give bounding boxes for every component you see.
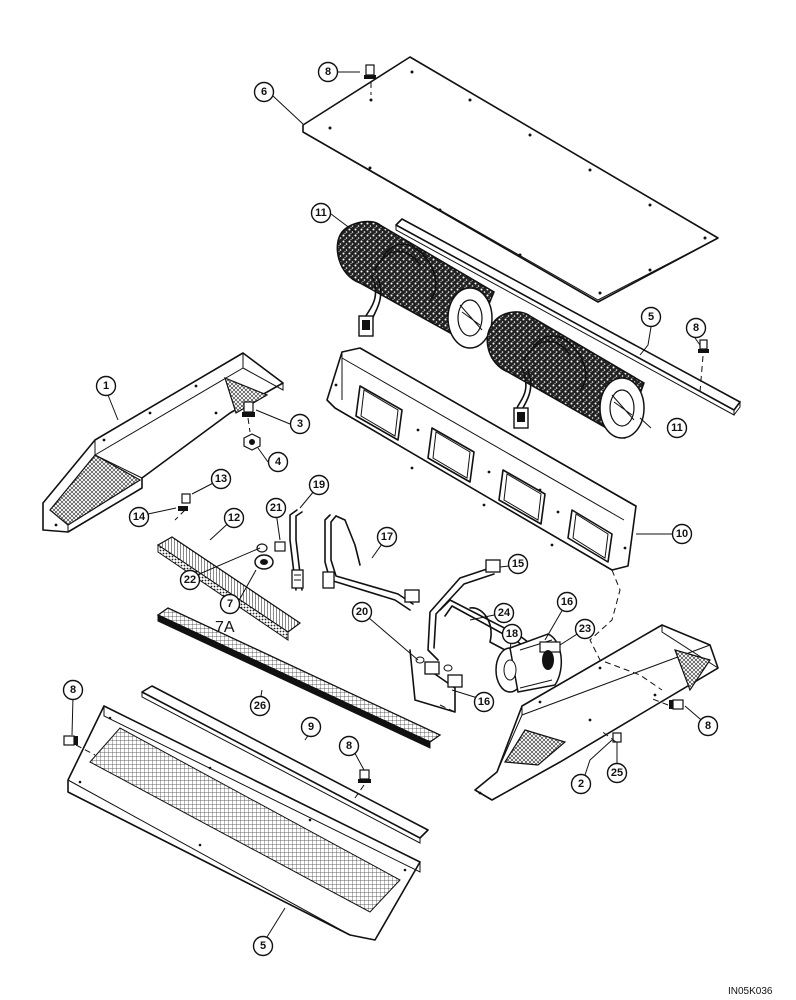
- svg-text:7: 7: [227, 598, 233, 610]
- callout-23: 23: [574, 618, 596, 640]
- tube-19: [289, 509, 304, 591]
- tube-15: [427, 559, 501, 661]
- svg-text:5: 5: [260, 940, 266, 952]
- callout-26: 26: [249, 695, 271, 717]
- callout-11-left: 11: [310, 202, 332, 224]
- housing-panel-10: [326, 347, 637, 571]
- svg-text:15: 15: [512, 558, 524, 570]
- callout-18: 18: [501, 623, 523, 645]
- svg-text:8: 8: [325, 66, 331, 78]
- callout-9: 9: [300, 716, 322, 738]
- svg-text:13: 13: [215, 473, 227, 485]
- svg-text:6: 6: [261, 86, 267, 98]
- callout-25: 25: [606, 762, 628, 784]
- label-7a: 7A: [215, 619, 235, 636]
- callout-16-lower: 16: [473, 691, 495, 713]
- svg-text:8: 8: [346, 740, 352, 752]
- callout-2: 2: [570, 773, 592, 795]
- callout-11-right: 11: [666, 417, 688, 439]
- callout-13: 13: [210, 468, 232, 490]
- svg-text:16: 16: [478, 696, 490, 708]
- svg-text:12: 12: [228, 512, 240, 524]
- callout-10: 10: [671, 523, 693, 545]
- side-panel-1: [42, 352, 284, 533]
- svg-text:11: 11: [671, 422, 683, 434]
- callout-22: 22: [179, 569, 201, 591]
- svg-text:11: 11: [315, 207, 327, 219]
- svg-text:26: 26: [254, 700, 266, 712]
- callout-15: 15: [507, 553, 529, 575]
- grille-panel-5-lower: [67, 705, 421, 941]
- hardware-fasteners: [63, 64, 709, 783]
- callout-12: 12: [223, 507, 245, 529]
- callout-8-right-lower: 8: [697, 715, 719, 737]
- callout-5-lower: 5: [252, 935, 274, 957]
- svg-text:10: 10: [676, 528, 688, 540]
- seal-strip-26: [156, 607, 442, 749]
- callout-3: 3: [289, 413, 311, 435]
- svg-text:19: 19: [313, 479, 325, 491]
- figure-reference-code: IN05K036: [728, 986, 773, 997]
- side-panel-2: [474, 624, 719, 801]
- callout-19: 19: [308, 474, 330, 496]
- callout-21: 21: [265, 497, 287, 519]
- blower-11-right: [486, 311, 645, 440]
- svg-text:8: 8: [693, 322, 699, 334]
- svg-text:8: 8: [705, 720, 711, 732]
- callout-7: 7: [219, 593, 241, 615]
- callout-6: 6: [253, 81, 275, 103]
- callout-8-right: 8: [685, 317, 707, 339]
- blower-11-left: [336, 220, 495, 349]
- tube-17: [322, 514, 420, 611]
- strip-9: [141, 685, 429, 844]
- svg-text:4: 4: [275, 456, 282, 468]
- callout-17: 17: [376, 526, 398, 548]
- svg-text:3: 3: [297, 418, 303, 430]
- callout-4: 4: [267, 451, 289, 473]
- svg-text:25: 25: [611, 767, 623, 779]
- heater-coil-12: [156, 536, 302, 641]
- callout-8-middle: 8: [338, 735, 360, 757]
- callout-8-top: 8: [317, 61, 339, 83]
- callout-14: 14: [128, 506, 150, 528]
- strip-5-upper: [395, 218, 741, 416]
- svg-text:9: 9: [308, 721, 314, 733]
- svg-text:20: 20: [356, 606, 368, 618]
- svg-text:5: 5: [648, 311, 654, 323]
- svg-text:2: 2: [578, 778, 584, 790]
- valve-18: [495, 633, 563, 693]
- callout-24: 24: [493, 602, 515, 624]
- svg-text:1: 1: [103, 380, 109, 392]
- svg-text:17: 17: [381, 531, 393, 543]
- svg-text:22: 22: [184, 574, 196, 586]
- svg-text:14: 14: [133, 511, 146, 523]
- callout-5-upper: 5: [640, 306, 662, 328]
- callout-16-upper: 16: [556, 591, 578, 613]
- callout-1: 1: [95, 375, 117, 397]
- callout-20: 20: [351, 601, 373, 623]
- svg-text:23: 23: [579, 623, 591, 635]
- svg-text:16: 16: [561, 596, 573, 608]
- svg-text:18: 18: [506, 628, 518, 640]
- svg-text:24: 24: [498, 607, 511, 619]
- cover-plate-6: [302, 56, 719, 303]
- bracket-hose-assembly: [409, 649, 463, 713]
- svg-text:8: 8: [70, 684, 76, 696]
- callout-8-left: 8: [62, 679, 84, 701]
- alignment-lines: [75, 82, 704, 799]
- svg-text:21: 21: [270, 502, 282, 514]
